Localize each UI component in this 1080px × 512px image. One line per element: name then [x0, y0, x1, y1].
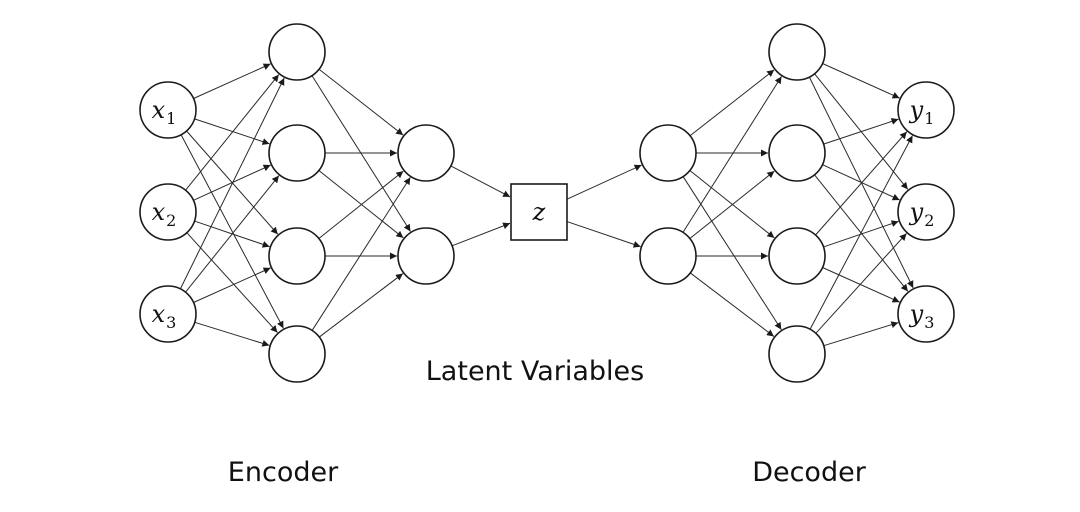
input-label-2: x2: [152, 198, 177, 230]
edge-enc-h1-2-to-enc-h2-0: [318, 170, 404, 239]
output-circle-1: [897, 81, 955, 139]
input-node-2: x2: [139, 183, 197, 241]
enc-h2-circle-1: [397, 124, 455, 182]
output-node-1: y1: [897, 81, 955, 139]
edge-dec-h2-3-to-output-2: [823, 321, 899, 347]
latent-box: [510, 183, 568, 241]
output-circle-2: [897, 183, 955, 241]
output-label-2: y2: [909, 198, 935, 230]
input-circle-2: [139, 183, 197, 241]
edge-dec-h1-1-to-dec-h2-0: [682, 76, 782, 233]
edge-dec-h2-3-to-output-0: [809, 135, 913, 330]
edge-input-2-to-enc-h1-2: [193, 267, 271, 303]
dec-h1-node-2: [639, 227, 697, 285]
edge-dec-h1-1-to-dec-h2-3: [689, 272, 775, 337]
edge-input-1-to-enc-h1-0: [185, 74, 280, 191]
output-label-1: y1: [909, 96, 935, 128]
enc-h1-circle-4: [268, 325, 326, 383]
output-node-2: y2: [897, 183, 955, 241]
dec-h2-circle-1: [768, 23, 826, 81]
enc-h1-node-1: [268, 23, 326, 81]
enc-h1-node-4: [268, 325, 326, 383]
edge-input-0-to-enc-h1-3: [180, 134, 284, 329]
network-nodes: x1 x2 x3 z y1 y2 y3: [139, 23, 955, 383]
input-label-3: x3: [152, 300, 177, 332]
edge-input-2-to-enc-h1-3: [194, 321, 270, 347]
enc-h1-circle-1: [268, 23, 326, 81]
edge-enc-h1-0-to-enc-h2-1: [311, 75, 411, 232]
enc-h1-circle-3: [268, 227, 326, 285]
input-node-1: x1: [139, 81, 197, 139]
edge-dec-h2-3-to-output-1: [815, 233, 907, 334]
edge-dec-h2-2-to-output-2: [822, 267, 900, 303]
latent-variables-label: Latent Variables: [426, 356, 644, 387]
enc-h2-node-2: [397, 227, 455, 285]
edge-dec-h2-0-to-output-0: [822, 63, 900, 99]
edge-latent-0-to-dec-h1-0: [566, 164, 642, 200]
output-circle-3: [897, 285, 955, 343]
enc-h1-node-3: [268, 227, 326, 285]
decoder-label: Decoder: [752, 457, 867, 488]
dec-h2-circle-4: [768, 325, 826, 383]
edge-enc-h2-1-to-latent-0: [451, 222, 511, 247]
edge-enc-h1-3-to-enc-h2-1: [318, 273, 404, 338]
edge-dec-h1-1-to-dec-h2-1: [689, 170, 775, 239]
edge-dec-h2-1-to-output-1: [822, 164, 900, 201]
edge-enc-h1-0-to-enc-h2-0: [318, 68, 404, 136]
edge-input-2-to-enc-h1-1: [185, 175, 280, 293]
edge-dec-h2-2-to-output-1: [823, 220, 899, 248]
edge-input-1-to-enc-h1-3: [186, 232, 278, 333]
dec-h2-circle-3: [768, 227, 826, 285]
edge-enc-h1-3-to-enc-h2-0: [311, 177, 411, 331]
latent-label: z: [532, 198, 546, 226]
edge-input-0-to-enc-h1-0: [193, 63, 271, 99]
connection-edges: [179, 63, 914, 347]
edge-dec-h1-0-to-dec-h2-3: [682, 176, 782, 330]
edge-dec-h2-1-to-output-0: [823, 118, 899, 145]
edge-dec-h1-0-to-dec-h2-0: [689, 69, 775, 137]
latent-node: z: [510, 183, 568, 241]
input-label-1: x1: [152, 96, 177, 128]
output-node-3: y3: [897, 285, 955, 343]
dec-h2-node-4: [768, 325, 826, 383]
enc-h1-circle-2: [268, 124, 326, 182]
dec-h2-circle-2: [768, 124, 826, 182]
dec-h1-circle-1: [639, 124, 697, 182]
encoder-label: Encoder: [228, 457, 339, 488]
input-circle-1: [139, 81, 197, 139]
dec-h1-node-1: [639, 124, 697, 182]
input-node-3: x3: [139, 285, 197, 343]
edge-enc-h2-0-to-latent-0: [450, 165, 511, 198]
edge-input-0-to-enc-h1-1: [194, 118, 270, 145]
dec-h1-circle-2: [639, 227, 697, 285]
dec-h2-node-1: [768, 23, 826, 81]
output-label-3: y3: [909, 300, 935, 332]
edge-latent-0-to-dec-h1-1: [566, 221, 641, 248]
enc-h2-circle-2: [397, 227, 455, 285]
edge-input-2-to-enc-h1-0: [179, 77, 285, 290]
enc-h1-node-2: [268, 124, 326, 182]
enc-h2-node-1: [397, 124, 455, 182]
dec-h2-node-3: [768, 227, 826, 285]
edge-input-1-to-enc-h1-1: [193, 164, 271, 201]
edge-dec-h2-2-to-output-0: [815, 131, 908, 236]
dec-h2-node-2: [768, 124, 826, 182]
input-circle-3: [139, 285, 197, 343]
